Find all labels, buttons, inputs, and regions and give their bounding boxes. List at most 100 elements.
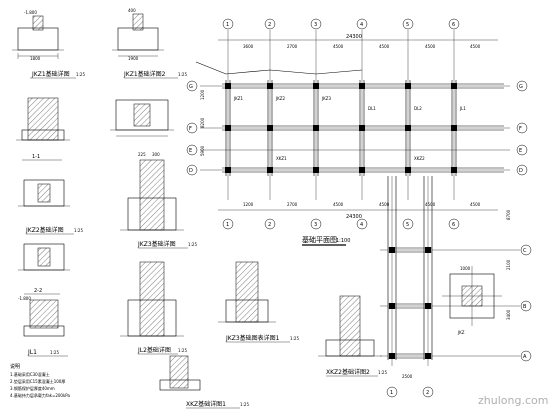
detail-scale: 1:25	[50, 350, 59, 355]
axis-number: 1	[226, 22, 229, 28]
detail-title: JKZ2基础详图	[25, 226, 64, 234]
axis-bubble	[186, 122, 198, 134]
axis-number: 5	[406, 22, 409, 28]
column-tag: JKZ2	[275, 96, 286, 101]
column	[451, 167, 457, 173]
overall-dim-top: 24300	[346, 34, 362, 40]
span-dim-bottom: 4500	[379, 202, 390, 207]
axis-bubble	[310, 18, 322, 30]
column	[425, 247, 431, 253]
axis-bubble	[516, 144, 528, 156]
note-line: 3.钢筋保护层厚度40mm	[10, 385, 55, 391]
axis-bubble	[310, 218, 322, 230]
detail-scale: 1:25	[76, 72, 85, 77]
column	[359, 167, 365, 173]
detail-scale: 1:25	[240, 402, 249, 407]
axis-letter: A	[523, 354, 527, 360]
axis-bubble	[356, 218, 368, 230]
wing-dim: 3400	[506, 309, 511, 320]
column	[313, 167, 319, 173]
detail-jkz1-2: 400 1900 JKZ1基础详图2 1:25	[112, 8, 187, 79]
detail-jl2: JL2基础详图 1:25	[120, 261, 187, 355]
dim-label: 300	[152, 152, 160, 157]
column	[225, 125, 231, 131]
axis-bubble	[186, 144, 198, 156]
axis-bubble	[516, 164, 528, 176]
axis-bubble	[222, 218, 234, 230]
side-dim: 8200	[200, 117, 205, 128]
column	[425, 303, 431, 309]
span-dim-top: 4500	[379, 44, 390, 49]
column	[267, 83, 273, 89]
detail-scale: 1:25	[188, 242, 197, 247]
dim-label: 1800	[30, 56, 41, 61]
axis-bubble	[422, 386, 434, 398]
detail-xkz-small: XKZ基础详图1 1:25	[159, 355, 249, 409]
side-dim: 1200	[200, 89, 205, 100]
column	[313, 83, 319, 89]
column	[389, 353, 395, 359]
detail-title: JKZ1基础详图2	[123, 70, 166, 78]
column	[389, 247, 395, 253]
detail-scale: 1:25	[178, 72, 187, 77]
axis-number: 6	[452, 222, 455, 228]
axis-letter: E	[189, 148, 192, 154]
note-line: 1.基础采用C30混凝土	[10, 371, 50, 377]
column	[359, 125, 365, 131]
axis-bubble	[520, 350, 532, 362]
span-dim-bottom: 4500	[425, 202, 436, 207]
detail-jkz3-set: JKZ3基础图表详图1 1:25	[218, 261, 299, 343]
plan-scale: 1:100	[336, 238, 350, 244]
axis-letter: F	[189, 126, 192, 132]
side-dim: 5900	[200, 145, 205, 156]
column	[405, 83, 411, 89]
plan-title: 基础平面图	[302, 235, 337, 244]
span-dim-bottom: 2700	[287, 202, 298, 207]
axis-letter: C	[523, 248, 527, 254]
axis-number: 2	[426, 390, 429, 396]
axis-letter: F	[519, 126, 522, 132]
axis-bubble	[264, 218, 276, 230]
axis-letter: E	[519, 148, 522, 154]
column-tag: JL1	[459, 106, 466, 111]
detail-mid-top	[110, 99, 174, 137]
axis-number: 3	[314, 22, 317, 28]
column	[225, 167, 231, 173]
plan-detail-jkz: 1000 JKZ	[442, 266, 502, 335]
overall-dim-bottom: 24300	[346, 214, 362, 220]
axis-number: 1	[226, 222, 229, 228]
axis-number: 5	[406, 222, 409, 228]
detail-jkz2-b: 2-2	[18, 243, 70, 295]
note-line: 4.基础持力层承载力fak=200kPa	[10, 392, 71, 398]
detail-jl1: -1.800 JL1 1:25	[18, 296, 68, 357]
detail-scale: 1:25	[74, 228, 83, 233]
axis-letter: D	[189, 168, 193, 174]
span-dim-top: 4500	[470, 44, 481, 49]
axis-bubble	[402, 18, 414, 30]
detail-jkz3: 225 300 JKZ3基础详图 1:25	[120, 152, 197, 249]
section-label: 2-2	[34, 288, 42, 294]
axis-number: 3	[314, 222, 317, 228]
span-dim-top: 2700	[287, 44, 298, 49]
column	[313, 125, 319, 131]
axis-bubble	[448, 18, 460, 30]
detail-jkz2: JKZ2基础详图 1:25	[18, 179, 83, 235]
dim-label: 1900	[128, 56, 139, 61]
note-line: 2.垫层采用C15素混凝土100厚	[10, 378, 65, 384]
axis-bubble	[520, 300, 532, 312]
level-label: -1.800	[18, 296, 31, 301]
axis-bubble	[402, 218, 414, 230]
axis-number: 4	[360, 22, 363, 28]
axis-bubble	[386, 386, 398, 398]
axis-letter: D	[519, 168, 523, 174]
axis-bubble	[516, 80, 528, 92]
wing-dim: 8700	[506, 209, 511, 220]
axis-bubble	[186, 164, 198, 176]
axis-bubble	[222, 18, 234, 30]
column	[359, 83, 365, 89]
axis-bubble	[264, 18, 276, 30]
axis-number: 2	[268, 222, 271, 228]
general-notes: 说明 1.基础采用C30混凝土 2.垫层采用C15素混凝土100厚 3.钢筋保护…	[10, 363, 71, 398]
